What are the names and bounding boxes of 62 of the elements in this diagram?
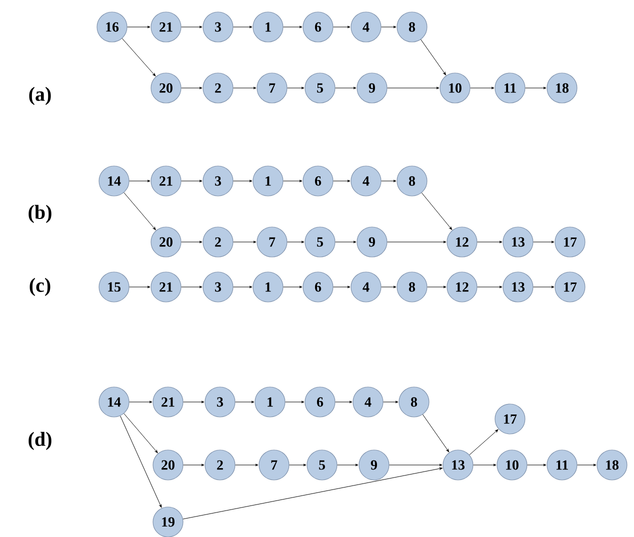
arrow xyxy=(533,286,554,288)
arrow xyxy=(469,429,498,456)
arrow xyxy=(421,192,452,230)
arrow xyxy=(527,464,546,466)
arrow xyxy=(233,240,256,244)
panel-label: (b) xyxy=(28,204,52,224)
arrow xyxy=(470,86,494,90)
arrow xyxy=(233,180,252,182)
arrow xyxy=(335,400,352,404)
arrow xyxy=(235,464,258,466)
arrow xyxy=(427,286,446,288)
arrow xyxy=(387,240,446,244)
arrow xyxy=(381,286,396,288)
arrow xyxy=(283,26,302,28)
arrow xyxy=(120,416,162,508)
arrow xyxy=(383,400,398,404)
arrow xyxy=(181,86,202,90)
arrow xyxy=(577,464,596,466)
arrow xyxy=(181,26,202,28)
arrow xyxy=(420,39,446,76)
arrow xyxy=(381,180,396,182)
arrow xyxy=(422,414,450,452)
arrow xyxy=(335,86,356,90)
arrow xyxy=(181,286,202,288)
panel-label: (d) xyxy=(28,432,52,450)
arrow xyxy=(333,286,350,288)
arrow xyxy=(233,86,256,90)
panel-label: (c) xyxy=(30,278,50,296)
arrow xyxy=(181,180,202,182)
arrow xyxy=(129,180,150,182)
arrow xyxy=(283,286,302,288)
arrow xyxy=(127,26,150,28)
arrow xyxy=(183,400,204,404)
arrow xyxy=(333,180,350,182)
arrow xyxy=(335,240,356,244)
arrow xyxy=(381,26,396,28)
arrow xyxy=(183,464,204,466)
arrow xyxy=(525,86,546,90)
panel-label: (a) xyxy=(29,86,51,106)
arrow xyxy=(337,464,358,466)
arrow xyxy=(129,286,150,288)
arrow xyxy=(387,86,440,90)
arrow xyxy=(283,180,302,182)
arrow xyxy=(124,192,156,230)
arrow xyxy=(233,26,252,28)
arrow xyxy=(389,464,442,466)
arrow xyxy=(182,467,443,520)
arrow xyxy=(477,240,502,244)
arrow xyxy=(233,286,252,288)
arrow xyxy=(333,26,350,28)
arrow xyxy=(181,240,202,244)
arrow xyxy=(235,400,254,404)
arrow xyxy=(129,400,152,404)
arrow xyxy=(122,38,156,76)
arrow xyxy=(289,464,306,466)
arrow xyxy=(124,413,158,454)
arrow xyxy=(533,240,554,244)
arrow xyxy=(285,400,304,404)
arrow xyxy=(287,86,304,90)
arrow xyxy=(287,240,304,244)
arrow xyxy=(477,286,502,288)
arrow xyxy=(473,464,496,466)
